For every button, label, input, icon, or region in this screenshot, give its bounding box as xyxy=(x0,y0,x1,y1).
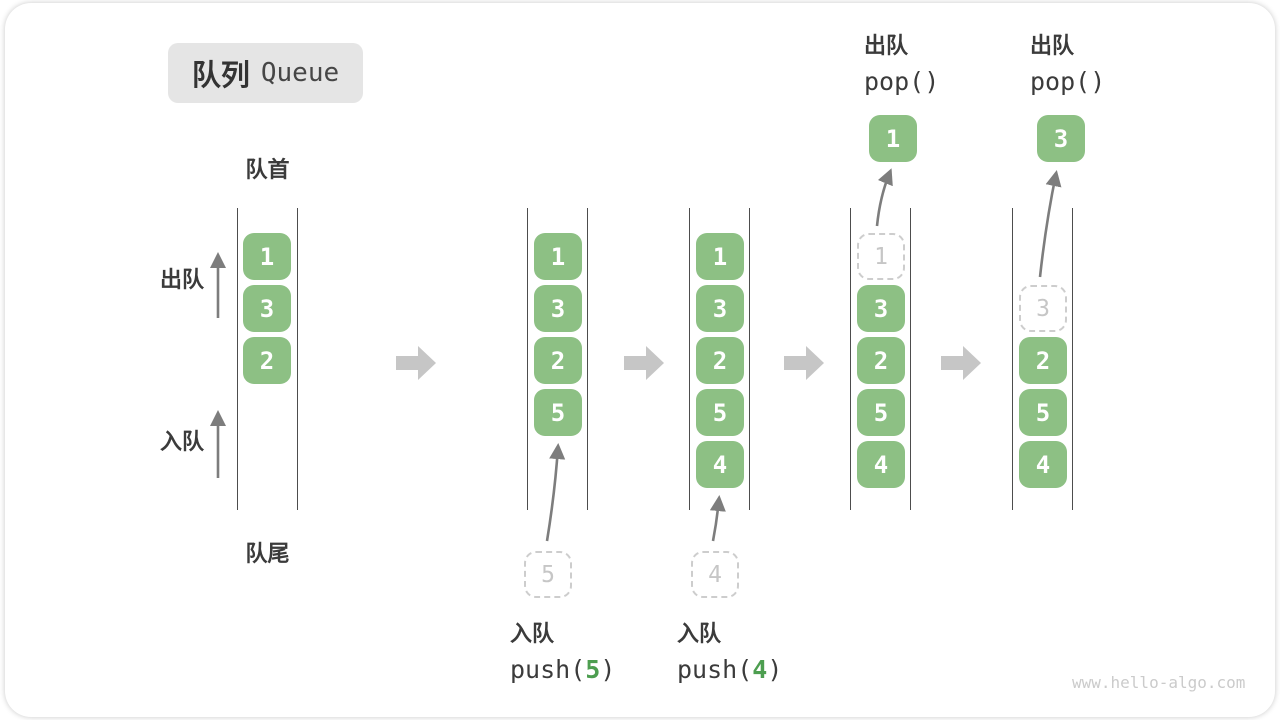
queue-pipe-state1 xyxy=(237,208,298,510)
queue-element: 5 xyxy=(1019,389,1067,436)
code-text: ) xyxy=(600,655,616,684)
pop2-code: pop() xyxy=(1030,67,1106,96)
queue-element: 4 xyxy=(1019,441,1067,488)
push4-label: 入队 xyxy=(677,621,722,646)
queue-element: 2 xyxy=(696,337,744,384)
popped-element: 1 xyxy=(869,115,917,162)
queue-element: 2 xyxy=(243,337,291,384)
code-text: ) xyxy=(767,655,783,684)
pop1-label: 出队 xyxy=(864,33,909,58)
queue-element: 3 xyxy=(857,285,905,332)
title-box: 队列 Queue xyxy=(168,43,363,103)
queue-element: 3 xyxy=(534,285,582,332)
queue-element: 5 xyxy=(534,389,582,436)
watermark: www.hello-algo.com xyxy=(1072,673,1246,692)
incoming-element: 4 xyxy=(691,551,739,598)
queue-element: 2 xyxy=(1019,337,1067,384)
push5-annotation: 入队 push(5) xyxy=(510,616,615,684)
push4-code: push(4) xyxy=(677,655,782,684)
dequeue-side-label: 出队 xyxy=(160,267,205,292)
code-text: push( xyxy=(677,655,753,684)
push5-code: push(5) xyxy=(510,655,615,684)
queue-element-removed: 1 xyxy=(857,233,905,280)
queue-pipe-state3 xyxy=(689,208,750,510)
pop1-code: pop() xyxy=(864,67,940,96)
queue-element: 5 xyxy=(857,389,905,436)
queue-element: 3 xyxy=(696,285,744,332)
queue-front-label: 队首 xyxy=(245,157,290,182)
incoming-element: 5 xyxy=(524,551,572,598)
code-arg: 5 xyxy=(585,655,601,684)
push5-label: 入队 xyxy=(510,621,555,646)
title-en: Queue xyxy=(260,58,340,88)
queue-pipe-state4 xyxy=(850,208,911,510)
popped-element: 3 xyxy=(1037,115,1085,162)
title-zh: 队列 xyxy=(191,60,250,92)
queue-rear-label: 队尾 xyxy=(245,541,290,566)
enqueue-side-label: 入队 xyxy=(160,429,205,454)
pop2-annotation: 出队 pop() xyxy=(1030,28,1105,96)
queue-element: 2 xyxy=(534,337,582,384)
pop1-annotation: 出队 pop() xyxy=(864,28,939,96)
diagram-card xyxy=(5,3,1275,717)
queue-element: 4 xyxy=(857,441,905,488)
queue-element: 3 xyxy=(243,285,291,332)
code-text: push( xyxy=(510,655,586,684)
queue-element: 4 xyxy=(696,441,744,488)
queue-element: 5 xyxy=(696,389,744,436)
queue-pipe-state2 xyxy=(527,208,588,510)
pop2-label: 出队 xyxy=(1030,33,1075,58)
queue-pipe-state5 xyxy=(1012,208,1073,510)
queue-element: 2 xyxy=(857,337,905,384)
push4-annotation: 入队 push(4) xyxy=(677,616,782,684)
queue-element: 1 xyxy=(696,233,744,280)
code-arg: 4 xyxy=(752,655,768,684)
queue-element-removed: 3 xyxy=(1019,285,1067,332)
queue-element: 1 xyxy=(534,233,582,280)
queue-element: 1 xyxy=(243,233,291,280)
